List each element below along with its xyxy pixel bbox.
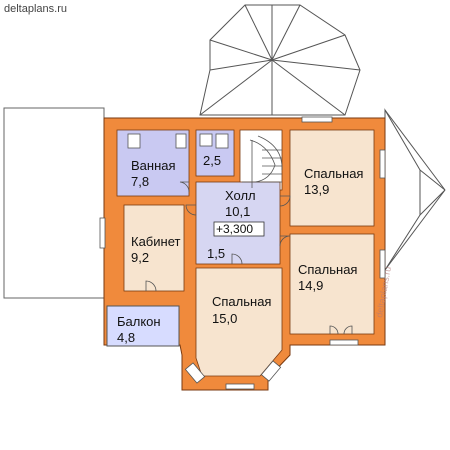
window-bedroom-c <box>225 383 255 390</box>
staircase <box>242 135 283 188</box>
hall-name: Холл <box>225 188 256 203</box>
bedroom-a-name: Спальная <box>304 166 363 181</box>
door-bedroom-b <box>279 235 291 247</box>
room-bedroom-c <box>195 267 283 377</box>
door-balcony <box>145 280 157 292</box>
windows <box>99 116 386 390</box>
door-bedroom-b-exit-right <box>343 325 353 335</box>
study-name: Кабинет <box>131 234 180 249</box>
bathroom-name: Ванная <box>131 158 176 173</box>
site-header: deltaplans.ru <box>4 3 67 15</box>
balcony-name: Балкон <box>117 314 161 329</box>
study-area: 9,2 <box>131 250 149 265</box>
wc-toilet-icon <box>215 133 229 149</box>
door-bedroom-a <box>279 195 291 207</box>
wc-area: 2,5 <box>203 153 221 168</box>
bathroom-area: 7,8 <box>131 174 149 189</box>
room-study <box>123 204 185 292</box>
doors <box>145 181 353 335</box>
window-bedroom-a-side <box>379 149 386 179</box>
hall-elevation: +3,300 <box>216 222 253 236</box>
wc-sink-icon <box>199 133 213 147</box>
tower-roof <box>199 4 361 116</box>
balcony <box>106 305 180 347</box>
door-bedroom-b-exit-left <box>329 325 339 335</box>
closet-area: 1,5 <box>207 246 225 261</box>
right-roof <box>384 108 446 272</box>
door-closet <box>231 253 243 265</box>
room-bedroom-a <box>289 129 375 227</box>
window-bedroom-a <box>301 116 333 123</box>
door-study <box>185 204 197 216</box>
bedroom-b-area: 14,9 <box>298 278 323 293</box>
window-bedroom-b-side <box>379 249 386 279</box>
room-floors <box>116 129 375 377</box>
bedroom-c-name: Спальная <box>212 294 271 309</box>
door-bathroom <box>179 181 190 193</box>
bedroom-c-area: 15,0 <box>212 311 237 326</box>
window-study <box>99 217 106 249</box>
bathroom-fixtures <box>127 133 229 149</box>
window-bedroom-b <box>329 339 359 346</box>
hall-area: 10,1 <box>225 204 250 219</box>
toilet-icon <box>175 133 187 149</box>
sink-icon <box>127 133 141 149</box>
balcony-area: 4,8 <box>117 330 135 345</box>
room-bedroom-b <box>289 233 375 335</box>
lower-roof-outline <box>3 107 105 299</box>
bedroom-a-area: 13,9 <box>304 182 329 197</box>
bedroom-b-name: Спальная <box>298 262 357 277</box>
window-bedroom-c-right <box>260 360 282 382</box>
room-stairs <box>239 129 283 191</box>
elevation-marker-box <box>213 221 265 237</box>
window-bedroom-c-left <box>184 362 206 384</box>
